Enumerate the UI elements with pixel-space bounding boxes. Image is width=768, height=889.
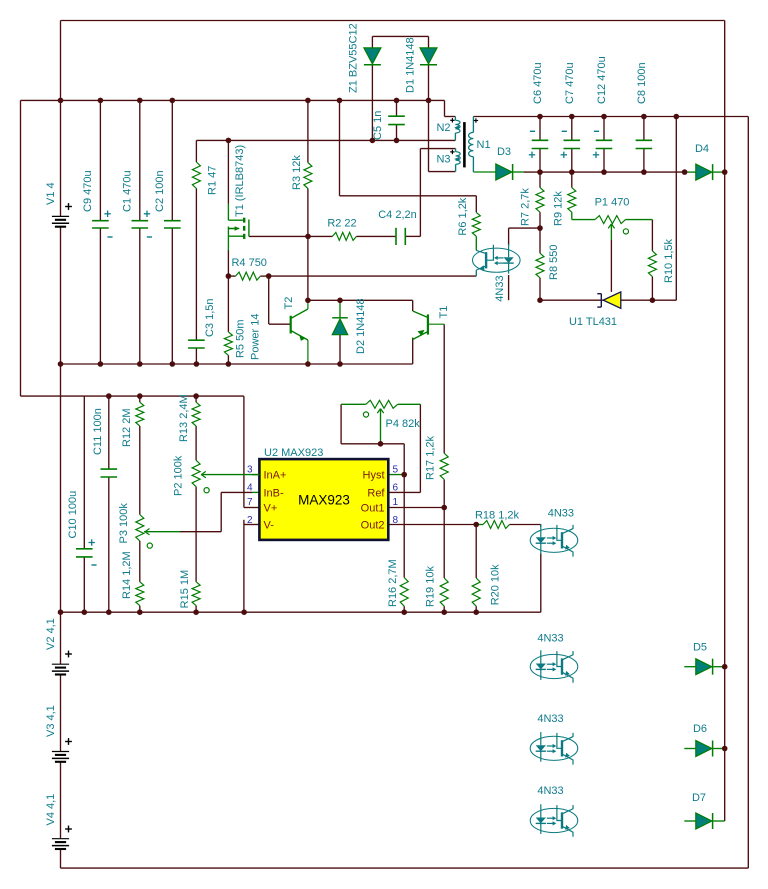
- svg-text:MAX923: MAX923: [298, 493, 350, 508]
- svg-text:R3 12k: R3 12k: [291, 155, 303, 190]
- svg-text:R9 12k: R9 12k: [553, 191, 565, 226]
- svg-text:R20 10k: R20 10k: [489, 564, 501, 605]
- svg-text:Z1 BZV55C12: Z1 BZV55C12: [348, 23, 360, 93]
- svg-text:C6 470u: C6 470u: [532, 62, 544, 104]
- svg-text:R12 2M: R12 2M: [121, 408, 133, 447]
- svg-text:R10 1,5k: R10 1,5k: [663, 238, 675, 283]
- svg-text:C10 100u: C10 100u: [67, 491, 79, 539]
- svg-text:Ref: Ref: [367, 487, 385, 499]
- svg-text:D5: D5: [693, 642, 707, 654]
- svg-text:V1 4: V1 4: [45, 182, 57, 205]
- svg-text:D3: D3: [497, 146, 511, 158]
- svg-text:T2: T2: [283, 297, 295, 310]
- svg-text:T1 (IRLB8743): T1 (IRLB8743): [234, 145, 246, 217]
- svg-text:N2: N2: [436, 122, 450, 134]
- svg-text:InA+: InA+: [264, 470, 287, 482]
- svg-text:R16 2,7M: R16 2,7M: [387, 559, 399, 607]
- svg-text:R17 1,2k: R17 1,2k: [425, 435, 437, 480]
- svg-text:4N33: 4N33: [494, 275, 506, 301]
- svg-text:R15 1M: R15 1M: [179, 570, 191, 609]
- svg-text:4N33: 4N33: [537, 713, 563, 725]
- svg-text:D6: D6: [693, 723, 707, 735]
- svg-text:V-: V-: [264, 520, 275, 532]
- svg-text:R18 1,2k: R18 1,2k: [475, 510, 520, 522]
- svg-text:7: 7: [247, 497, 253, 508]
- svg-text:D1 1N4148: D1 1N4148: [404, 37, 416, 93]
- svg-text:R19 10k: R19 10k: [424, 566, 436, 607]
- svg-text:C4 2,2n: C4 2,2n: [378, 209, 417, 221]
- svg-text:4N33: 4N33: [537, 633, 563, 645]
- svg-text:C12 470u: C12 470u: [596, 56, 608, 104]
- svg-text:R1 47: R1 47: [207, 166, 219, 195]
- svg-text:C3 1,5n: C3 1,5n: [204, 298, 216, 337]
- svg-text:R14 1,2M: R14 1,2M: [121, 551, 133, 599]
- svg-text:N3: N3: [436, 154, 450, 166]
- svg-text:U1 TL431: U1 TL431: [569, 316, 617, 328]
- svg-text:P2 100k: P2 100k: [173, 455, 185, 496]
- svg-text:P4 82k: P4 82k: [386, 418, 421, 430]
- svg-text:2: 2: [247, 515, 253, 526]
- svg-text:V2 4,1: V2 4,1: [45, 618, 57, 650]
- svg-text:V4 4,1: V4 4,1: [45, 794, 57, 826]
- svg-text:C9 470u: C9 470u: [82, 170, 94, 212]
- svg-text:Power 14: Power 14: [250, 314, 262, 360]
- svg-text:R8 550: R8 550: [548, 245, 560, 280]
- svg-text:P3 100k: P3 100k: [118, 503, 130, 544]
- svg-text:C8 100n: C8 100n: [636, 62, 648, 104]
- svg-text:R6 1,2k: R6 1,2k: [457, 197, 469, 235]
- svg-text:C5 1n: C5 1n: [372, 111, 384, 140]
- svg-text:R7 2,7k: R7 2,7k: [520, 188, 532, 226]
- svg-text:4: 4: [247, 483, 253, 494]
- svg-text:5: 5: [393, 465, 399, 476]
- svg-text:R4 750: R4 750: [231, 257, 266, 269]
- svg-text:1: 1: [393, 497, 399, 508]
- svg-text:N1: N1: [477, 139, 491, 151]
- svg-text:6: 6: [393, 483, 399, 494]
- svg-text:R5 50m: R5 50m: [234, 319, 246, 358]
- svg-text:C1 470u: C1 470u: [122, 170, 134, 212]
- svg-text:R2 22: R2 22: [327, 218, 356, 230]
- svg-text:C11 100n: C11 100n: [92, 408, 104, 455]
- svg-text:C2 100n: C2 100n: [154, 170, 166, 212]
- svg-text:D4: D4: [695, 143, 709, 155]
- svg-text:U2 MAX923: U2 MAX923: [264, 447, 323, 459]
- svg-text:3: 3: [247, 465, 253, 476]
- svg-text:V3 4,1: V3 4,1: [45, 705, 57, 737]
- svg-text:C7 470u: C7 470u: [564, 62, 576, 104]
- svg-text:8: 8: [393, 515, 399, 526]
- svg-text:4N33: 4N33: [548, 508, 574, 520]
- svg-text:T1: T1: [438, 306, 450, 319]
- svg-text:P1 470: P1 470: [595, 196, 630, 208]
- svg-text:Out1: Out1: [361, 503, 385, 515]
- svg-text:InB-: InB-: [264, 487, 285, 499]
- svg-text:V+: V+: [264, 503, 278, 515]
- svg-text:4N33: 4N33: [537, 785, 563, 797]
- svg-text:D2 1N4148: D2 1N4148: [355, 298, 367, 354]
- svg-text:D7: D7: [692, 792, 706, 804]
- svg-text:Hyst: Hyst: [363, 470, 385, 482]
- svg-text:Out2: Out2: [361, 520, 385, 532]
- svg-text:R13 2,4M: R13 2,4M: [178, 394, 190, 442]
